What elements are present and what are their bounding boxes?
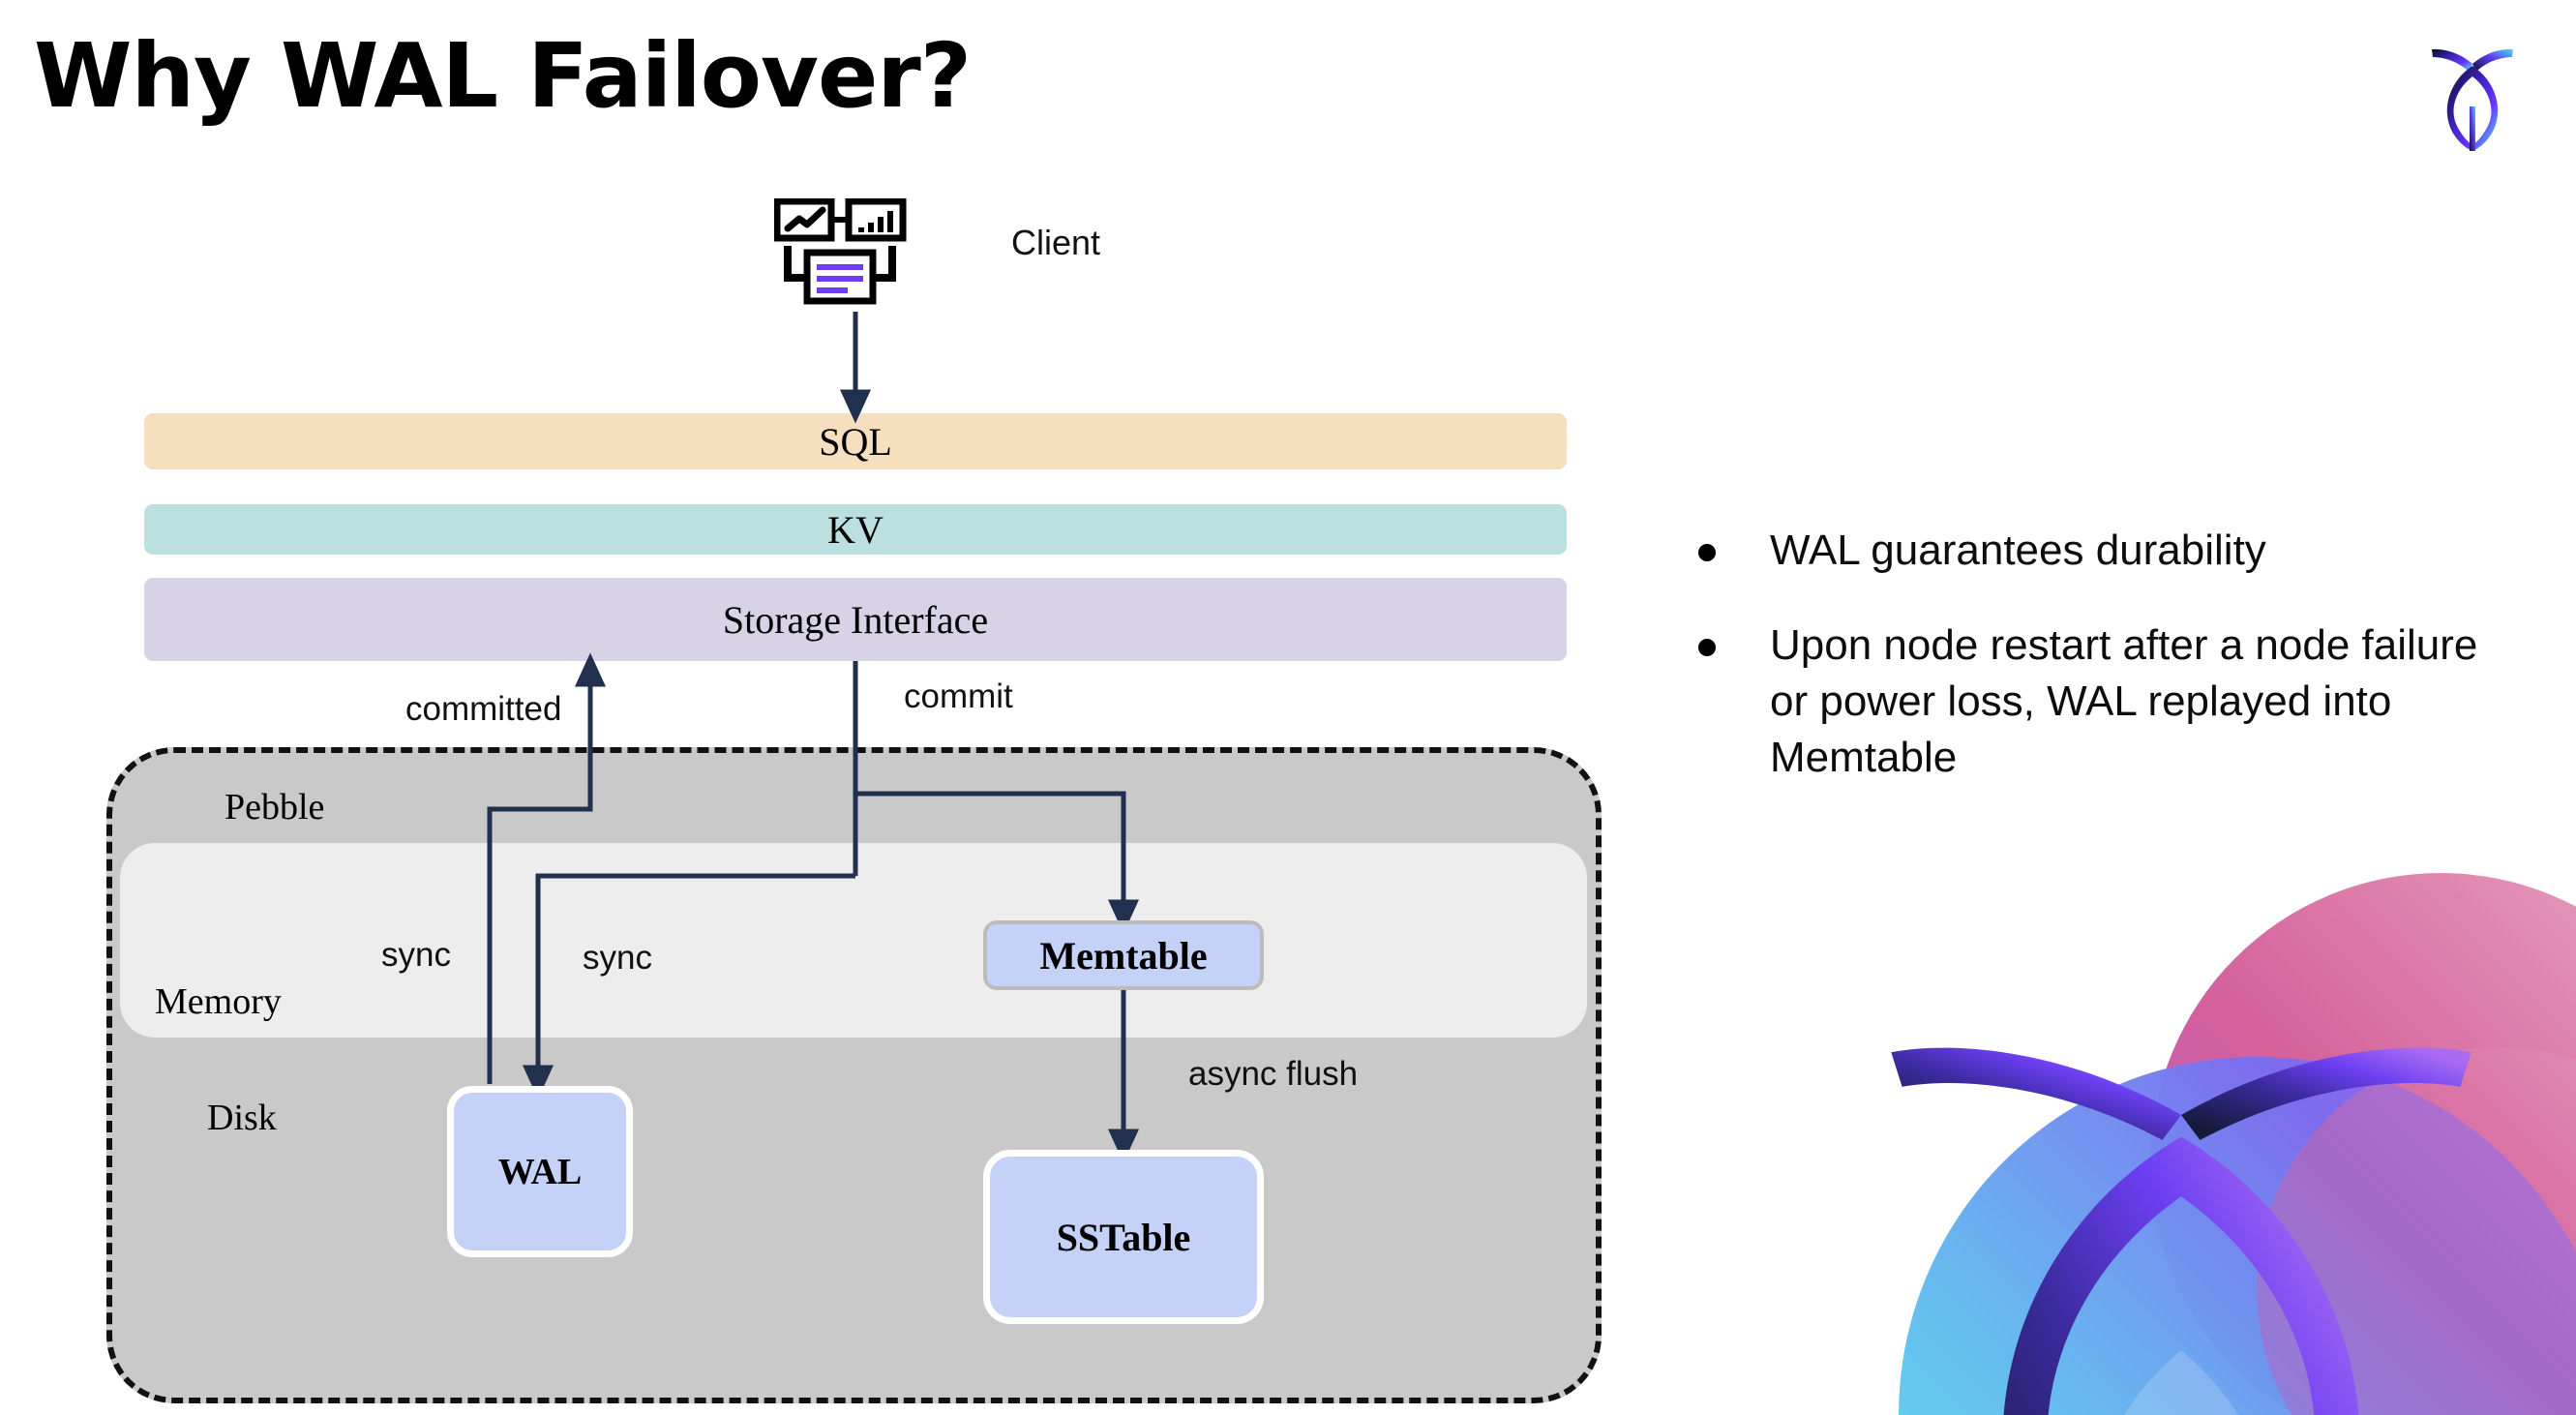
edge-label-sync-right: sync <box>583 939 652 977</box>
layer-bar-storage-interface: Storage Interface <box>144 578 1567 661</box>
layer-label-kv: KV <box>827 507 884 552</box>
list-item: WAL guarantees durability <box>1698 523 2511 579</box>
disk-label: Disk <box>207 1098 277 1138</box>
node-label-sstable: SSTable <box>1056 1215 1191 1259</box>
memory-label: Memory <box>155 981 282 1022</box>
bullet-dot-icon <box>1698 639 1716 657</box>
pebble-label: Pebble <box>225 787 325 828</box>
cockroachdb-logo-icon <box>2432 48 2513 151</box>
edge-label-sync-left: sync <box>381 936 451 974</box>
bullet-text: Upon node restart after a node failure o… <box>1770 621 2478 782</box>
slide-title: Why WAL Failover? <box>34 24 972 128</box>
node-sstable: SSTable <box>983 1150 1264 1324</box>
layer-label-sql: SQL <box>819 419 892 464</box>
edge-label-commit: commit <box>904 677 1013 715</box>
edge-label-committed: committed <box>405 690 562 728</box>
client-dashboard-icon <box>774 198 907 305</box>
layer-label-storage: Storage Interface <box>722 597 989 642</box>
node-memtable: Memtable <box>983 920 1264 990</box>
bullet-dot-icon <box>1698 544 1716 561</box>
list-item: Upon node restart after a node failure o… <box>1698 617 2511 786</box>
bullet-list: WAL guarantees durability Upon node rest… <box>1698 523 2511 825</box>
bullet-text: WAL guarantees durability <box>1770 527 2266 574</box>
node-label-memtable: Memtable <box>1039 933 1208 978</box>
node-label-wal: WAL <box>497 1151 583 1192</box>
edge-label-async-flush: async flush <box>1188 1055 1359 1093</box>
client-label: Client <box>1011 223 1101 262</box>
layer-bar-kv: KV <box>144 504 1567 555</box>
node-wal: WAL <box>447 1086 633 1257</box>
